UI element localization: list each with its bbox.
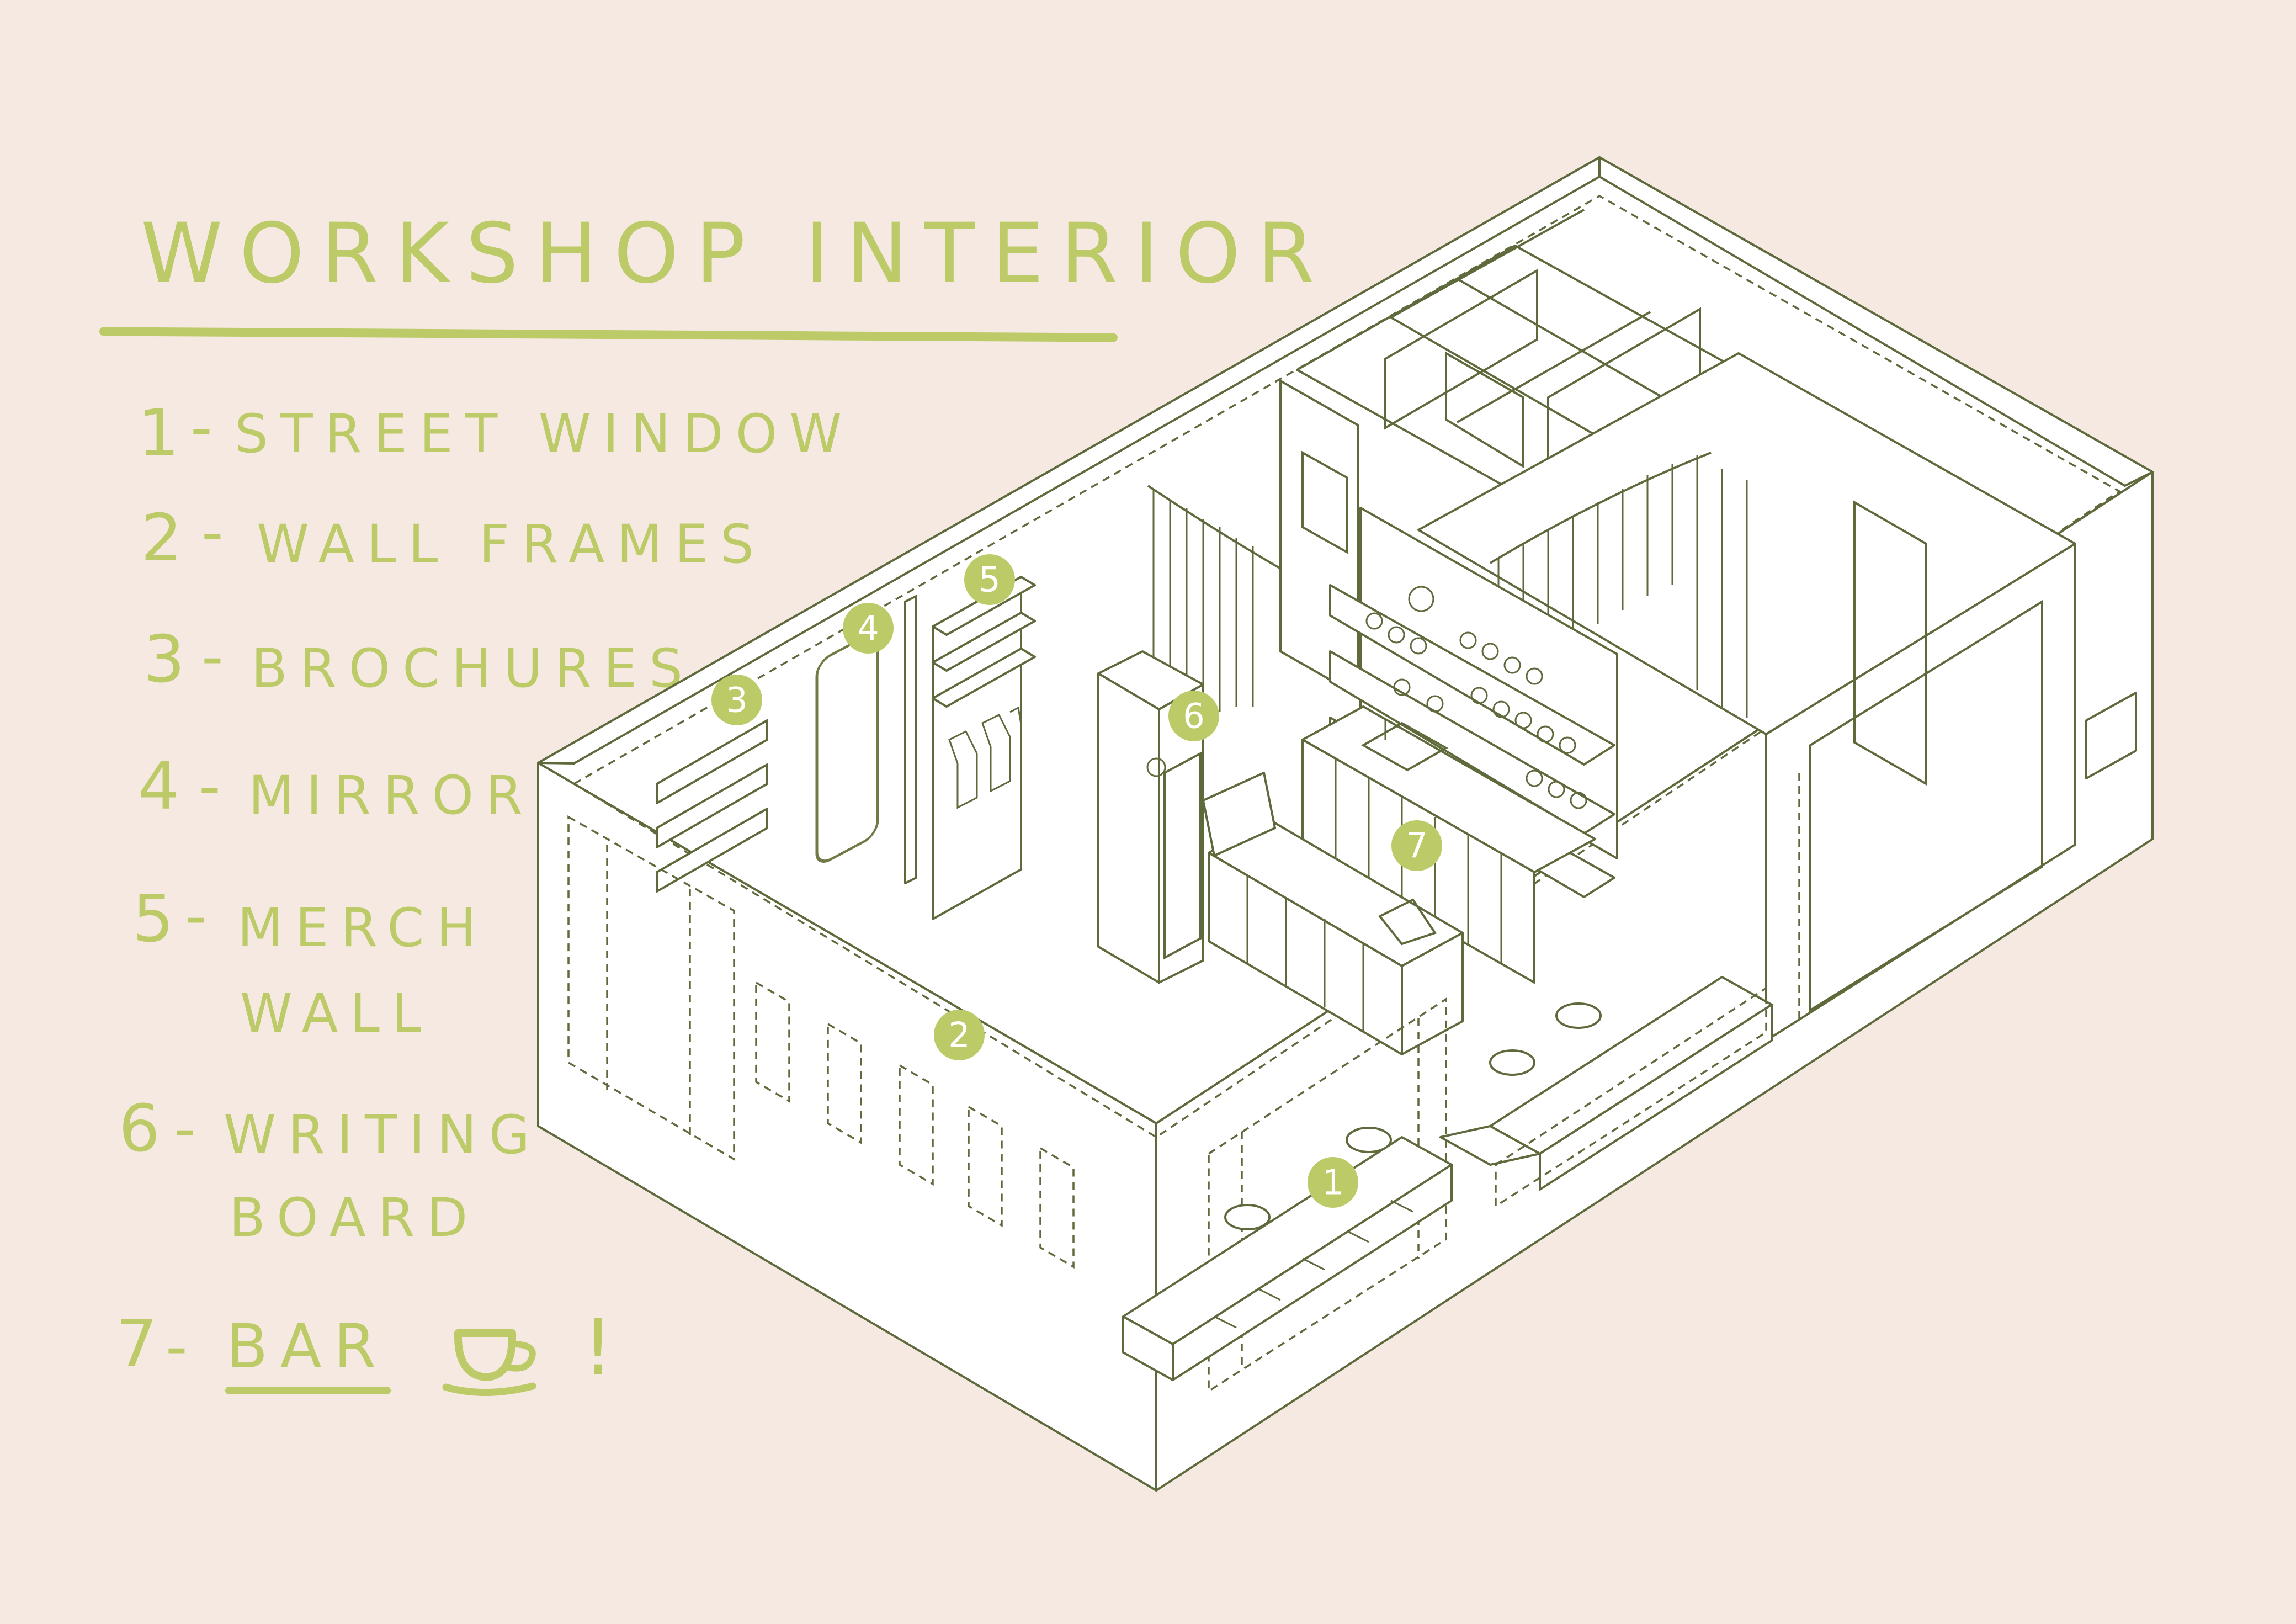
legend-dash: -: [174, 1093, 196, 1164]
legend-dash: -: [185, 880, 207, 951]
legend-label-line2: WALL: [240, 983, 434, 1044]
bar-underline: [225, 1387, 391, 1394]
svg-text:7: 7: [1406, 826, 1427, 866]
legend-label: BROCHURES: [251, 638, 695, 699]
legend-number: 7: [116, 1305, 158, 1382]
left-wall-dashed: [567, 815, 735, 1161]
legend-number: 2: [141, 500, 183, 576]
legend-number: 4: [138, 748, 180, 824]
legend-label: STREET WINDOW: [235, 403, 854, 465]
merch-wall: [932, 576, 1036, 920]
marker-6: 6: [1168, 691, 1219, 741]
coffee-cup-icon: [442, 1329, 536, 1397]
page-title: WORKSHOP INTERIOR: [141, 206, 1331, 302]
marker-1: 1: [1308, 1157, 1358, 1208]
exclamation-mark: !: [582, 1303, 614, 1393]
legend-dash: -: [201, 621, 224, 692]
legend-label-line1: MERCH: [237, 897, 488, 959]
legend-number: 3: [144, 621, 185, 697]
svg-text:2: 2: [948, 1015, 970, 1055]
marker-5: 5: [964, 554, 1015, 605]
legend-number: 5: [132, 880, 174, 957]
legend-dash: -: [190, 392, 212, 463]
legend-dash: -: [201, 497, 224, 567]
legend-label-line1: WRITING: [224, 1104, 543, 1166]
legend-label-line2: BOARD: [229, 1187, 480, 1249]
marker-3: 3: [711, 675, 762, 725]
legend-dash: -: [166, 1311, 188, 1382]
svg-text:1: 1: [1322, 1163, 1343, 1203]
legend-number: 1: [138, 395, 180, 471]
svg-text:6: 6: [1183, 696, 1204, 736]
marker-2: 2: [934, 1010, 985, 1060]
legend-number: 6: [119, 1090, 161, 1166]
brochure-shelves: [656, 719, 768, 893]
mirror: [815, 595, 917, 884]
legend-dash: -: [199, 751, 221, 821]
marker-7: 7: [1391, 820, 1442, 871]
legend-label: MIRROR: [248, 765, 535, 826]
street-window: [1122, 976, 1773, 1393]
svg-text:5: 5: [979, 560, 1000, 600]
marker-4: 4: [843, 603, 894, 654]
legend-label: BAR: [226, 1311, 389, 1382]
svg-text:4: 4: [857, 608, 879, 649]
legend-label: WALL FRAMES: [257, 513, 766, 575]
side-room: [1417, 352, 2137, 1042]
svg-text:3: 3: [726, 680, 747, 720]
markers: 1 2 3 4 5 6 7: [711, 554, 1442, 1208]
wall-frames: [755, 980, 1075, 1269]
front-counter: [1202, 772, 1464, 1055]
